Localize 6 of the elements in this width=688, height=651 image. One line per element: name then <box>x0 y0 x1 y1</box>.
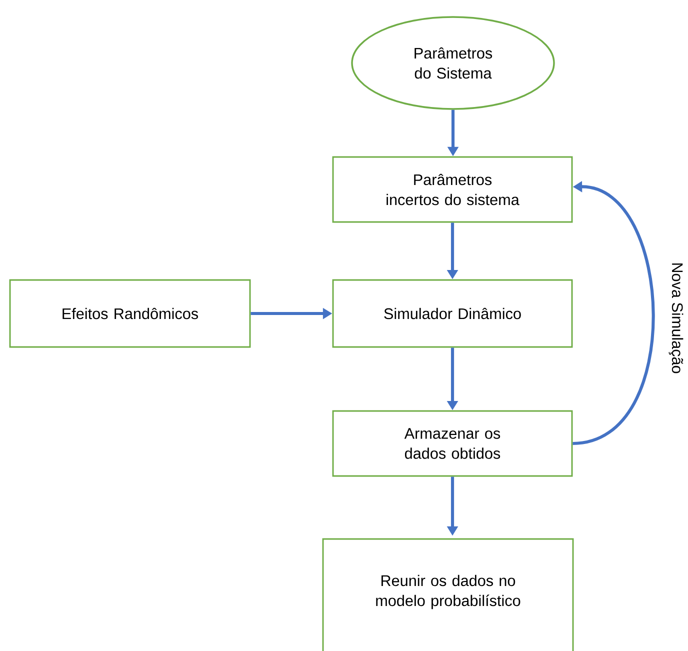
process-box: Armazenar os dados obtidos <box>332 410 573 477</box>
process-box: Parâmetros incertos do sistema <box>332 156 573 223</box>
process-box: Reunir os dados no modelo probabilístico <box>322 538 574 651</box>
edge-label: Nova Simulação <box>668 260 685 376</box>
process-box: Efeitos Randômicos <box>9 279 251 348</box>
process-box: Simulador Dinâmico <box>332 279 573 348</box>
